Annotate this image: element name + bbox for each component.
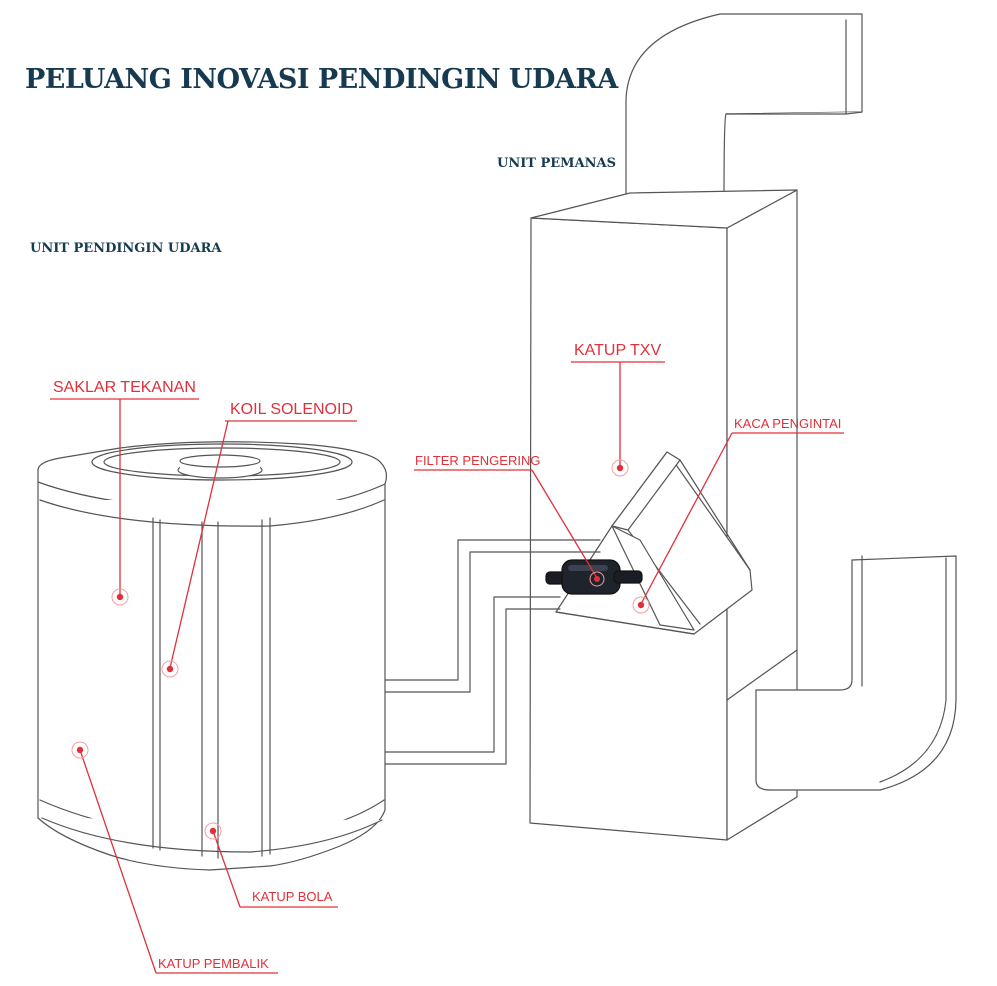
sight-glass-label: KACA PENGINTAI [734, 416, 841, 431]
page-title: PELUANG INOVASI PENDINGIN UDARA [25, 64, 618, 95]
heater-unit-label: UNIT PEMANAS [497, 156, 617, 171]
pressure-switch-label: SAKLAR TEKANAN [53, 379, 196, 396]
right-duct [755, 555, 957, 791]
txv-valve-marker [611, 459, 629, 477]
ac-unit-label: UNIT PENDINGIN UDARA [30, 241, 222, 256]
ac-unit [37, 441, 388, 871]
ball-valve-marker [204, 822, 222, 840]
solenoid-coil-marker [161, 660, 179, 678]
pressure-switch-marker [111, 588, 129, 606]
callout-lines [50, 361, 844, 974]
sight-glass-marker [632, 596, 650, 614]
filter-drier-marker [589, 571, 605, 587]
filter-drier [545, 559, 643, 595]
callout-markers [71, 459, 650, 840]
ball-valve-label: KATUP BOLA [252, 889, 333, 904]
top-duct [624, 13, 863, 214]
refrigerant-lines [383, 539, 601, 765]
reversing-valve-marker [71, 741, 89, 759]
solenoid-coil-label: KOIL SOLENOID [230, 401, 353, 418]
txv-valve-label: KATUP TXV [574, 342, 661, 359]
filter-drier-label: FILTER PENGERING [415, 453, 540, 468]
reversing-valve-label: KATUP PEMBALIK [158, 956, 269, 971]
